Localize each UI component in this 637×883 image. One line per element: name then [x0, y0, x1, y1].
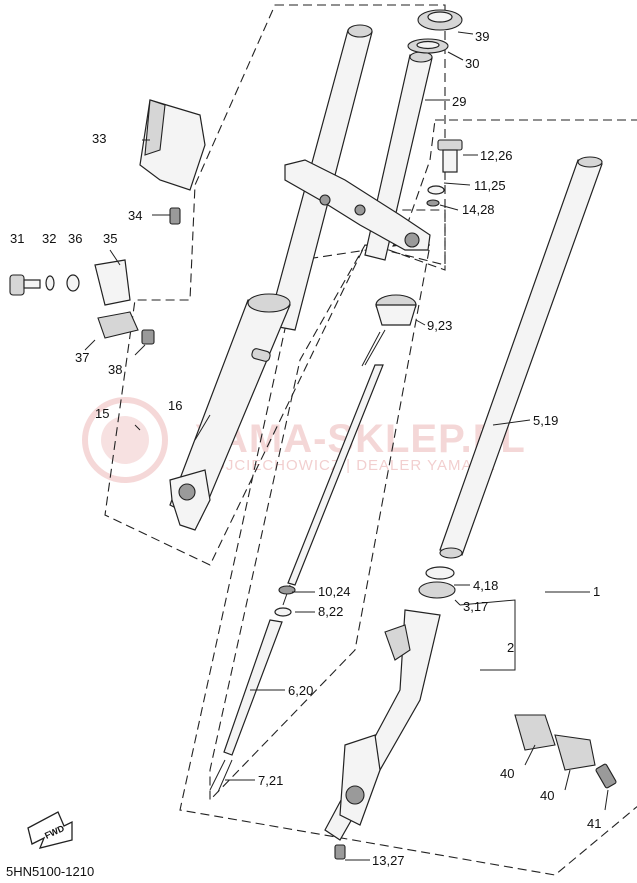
callout-32: 32: [42, 231, 56, 246]
callout-5-19: 5,19: [533, 413, 558, 428]
callout-4-18: 4,18: [473, 578, 498, 593]
callout-30: 30: [465, 56, 479, 71]
callout-8-22: 8,22: [318, 604, 343, 619]
leader-lines: [84, 31, 609, 861]
callout-40-a: 40: [500, 766, 514, 781]
callout-38: 38: [108, 362, 122, 377]
lower-leg: [324, 566, 456, 860]
callout-39: 39: [475, 29, 489, 44]
callout-3-17: 3,17: [463, 599, 488, 614]
outline-group-inner: [209, 244, 431, 802]
watermark-title: YAMA-SKLEP.PL: [195, 417, 526, 461]
callout-1: 1: [593, 584, 600, 599]
callout-41: 41: [587, 816, 601, 831]
callout-35: 35: [103, 231, 117, 246]
axle-clamps: [514, 714, 617, 789]
callout-14-28: 14,28: [462, 202, 495, 217]
outline-group-15: [104, 4, 446, 566]
callout-9-23: 9,23: [427, 318, 452, 333]
callout-6-20: 6,20: [288, 683, 313, 698]
callout-16: 16: [168, 398, 182, 413]
callout-33: 33: [92, 131, 106, 146]
small-hardware: [9, 207, 181, 345]
outline-group-1: [179, 119, 637, 876]
watermark: YAMA-SKLEP.PL WOJCIECHOWICZ | DEALER YAM…: [82, 397, 526, 483]
damper-assembly: [209, 294, 417, 793]
right-fork-tube: [439, 156, 603, 559]
callout-7-21: 7,21: [258, 773, 283, 788]
diagram-code: 5HN5100-1210: [6, 864, 94, 879]
callout-15: 15: [95, 406, 109, 421]
watermark-subtitle: WOJCIECHOWICZ | DEALER YAMAHA: [198, 457, 495, 474]
callout-labels: 39 30 29 33 12,26 11,25 14,28 34 31 32 3…: [10, 29, 601, 868]
callout-40-b: 40: [540, 788, 554, 803]
bracket-33: [139, 99, 206, 191]
steering-stem: [284, 51, 433, 261]
callout-13-27: 13,27: [372, 853, 405, 868]
callout-34: 34: [128, 208, 142, 223]
callout-29: 29: [452, 94, 466, 109]
cap-bolt-stack: [426, 139, 463, 207]
callout-37: 37: [75, 350, 89, 365]
callout-2: 2: [507, 640, 514, 655]
callout-10-24: 10,24: [318, 584, 351, 599]
callout-36: 36: [68, 231, 82, 246]
callout-12-26: 12,26: [480, 148, 513, 163]
bearing-rings: [407, 9, 463, 54]
fwd-arrow-icon: FWD: [27, 811, 73, 849]
callout-11-25: 11,25: [474, 178, 506, 193]
callout-31: 31: [10, 231, 24, 246]
